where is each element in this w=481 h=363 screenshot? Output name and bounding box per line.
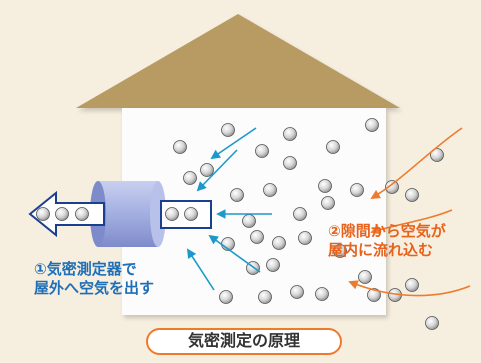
air-particle-icon xyxy=(405,278,419,292)
air-particle-icon xyxy=(250,230,264,244)
air-particle-icon xyxy=(333,244,347,258)
air-particle-icon xyxy=(173,140,187,154)
air-particle-icon xyxy=(367,288,381,302)
house-roof xyxy=(76,14,400,108)
air-particle-icon xyxy=(430,148,444,162)
suction-arrow xyxy=(210,127,257,160)
air-particle-icon xyxy=(258,290,272,304)
air-particle-icon xyxy=(298,231,312,245)
air-particle-icon xyxy=(36,207,50,221)
air-particle-icon xyxy=(221,123,235,137)
air-particle-icon xyxy=(266,258,280,272)
inflow-callout-line2: 屋内に流れ込む xyxy=(328,241,434,259)
air-particle-icon xyxy=(385,180,399,194)
inflow-arrows xyxy=(348,127,471,297)
air-particle-icon xyxy=(315,287,329,301)
air-particle-icon xyxy=(230,188,244,202)
exhaust-callout: ①気密測定器で 屋外へ空気を出す xyxy=(34,260,154,298)
inflow-arrow-icon xyxy=(370,209,453,235)
air-particle-icon xyxy=(318,179,332,193)
suction-arrow xyxy=(196,149,238,192)
diagram-title: 気密測定の原理 xyxy=(146,328,342,355)
air-particle-icon xyxy=(326,140,340,154)
air-particle-icon xyxy=(425,316,439,330)
air-particle-icon xyxy=(405,188,419,202)
air-particle-icon xyxy=(55,207,69,221)
inflow-arrow-icon xyxy=(348,280,471,297)
air-particle-icon xyxy=(283,156,297,170)
inflow-arrow-icon xyxy=(370,127,463,199)
air-particle-icon xyxy=(263,183,277,197)
air-particle-icon xyxy=(165,207,179,221)
suction-arrows xyxy=(186,127,272,291)
exhaust-callout-line2: 屋外へ空気を出す xyxy=(34,279,155,297)
suction-arrow xyxy=(208,234,261,273)
exhaust-callout-line1: ①気密測定器で xyxy=(34,260,137,278)
air-particle-icon xyxy=(272,236,286,250)
air-particle-icon xyxy=(184,207,198,221)
air-particle-icon xyxy=(283,127,297,141)
inflow-callout-line1: ②隙間から空気が xyxy=(328,222,446,240)
air-particle-icon xyxy=(200,163,214,177)
air-particle-icon xyxy=(183,171,197,185)
inflow-callout: ②隙間から空気が 屋内に流れ込む xyxy=(328,222,446,260)
air-particle-icon xyxy=(219,290,233,304)
air-particle-icon xyxy=(290,285,304,299)
air-particle-icon xyxy=(350,183,364,197)
air-particle-icon xyxy=(358,270,372,284)
air-particle-icon xyxy=(75,207,89,221)
suction-arrow xyxy=(186,248,215,291)
air-particle-icon xyxy=(293,207,307,221)
air-particle-icon xyxy=(242,214,256,228)
air-particle-icon xyxy=(321,196,335,210)
air-particle-icon xyxy=(365,118,379,132)
air-particle-icon xyxy=(255,144,269,158)
